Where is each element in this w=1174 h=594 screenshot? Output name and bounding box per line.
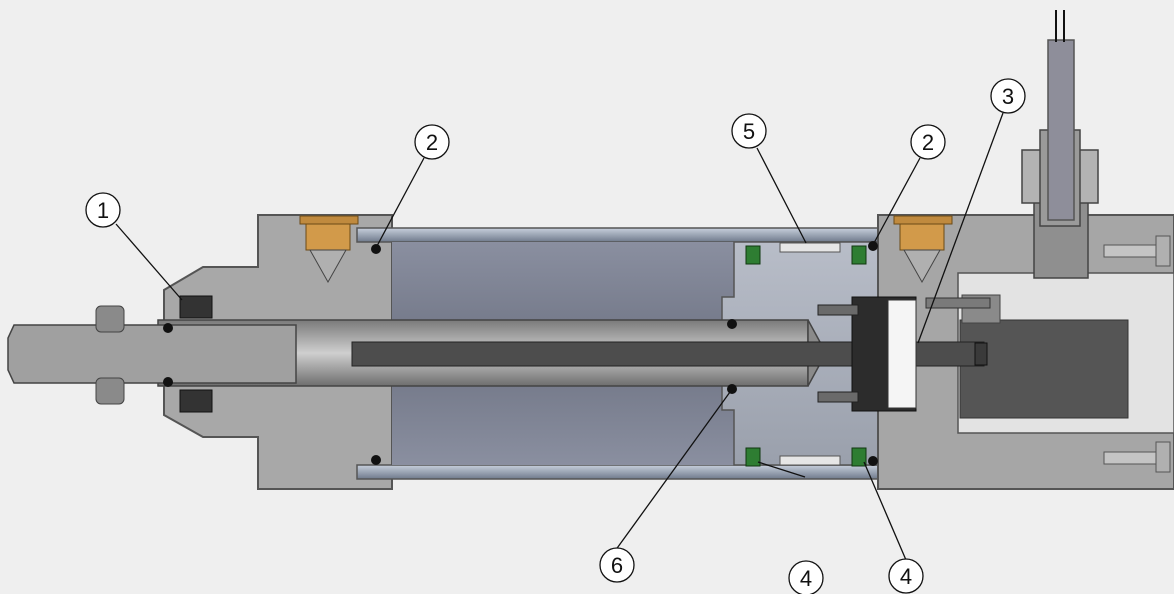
svg-text:4: 4 <box>800 566 812 591</box>
piston-seal-front-bottom <box>745 447 761 467</box>
piston-bolt-bottom <box>817 391 859 403</box>
o-ring-piston-rod-bottom <box>727 384 737 394</box>
rod-seal-top <box>179 295 213 319</box>
callout-2-rear: 2 <box>910 124 946 160</box>
piston-bolt-top <box>817 304 859 316</box>
piston-seal-rear-top <box>851 245 867 265</box>
o-ring-front <box>371 244 381 254</box>
rear-bolt-top <box>925 297 991 309</box>
o-ring-piston-rod-top <box>727 319 737 329</box>
rod-seal-bottom <box>179 389 213 413</box>
svg-text:2: 2 <box>426 130 438 155</box>
callout-5: 5 <box>731 113 767 149</box>
callout-4-front: 4 <box>788 560 824 594</box>
svg-text:4: 4 <box>900 564 912 589</box>
wear-band-bottom <box>779 455 841 466</box>
callout-3: 3 <box>990 78 1026 114</box>
rod-wiper-top <box>163 323 173 333</box>
rear-screw-top <box>1103 235 1171 267</box>
callout-4-rear: 4 <box>888 558 924 594</box>
callout-1: 1 <box>85 192 121 228</box>
svg-text:6: 6 <box>611 553 623 578</box>
port-fitting-front <box>299 215 359 284</box>
o-ring-rear-bottom <box>868 456 878 466</box>
probe-end <box>974 342 988 366</box>
rod-nut-bottom <box>95 377 125 405</box>
rear-screw-bottom <box>1103 441 1171 473</box>
barrel-top-wall <box>356 227 890 243</box>
port-fitting-rear <box>893 215 953 284</box>
barrel-bottom-wall <box>356 464 890 480</box>
magnet-insert <box>887 299 917 409</box>
callout-2-front: 2 <box>414 124 450 160</box>
rod-eye <box>7 324 297 384</box>
wear-band-top <box>779 242 841 253</box>
rod-wiper-bottom <box>163 377 173 387</box>
o-ring-rear <box>868 241 878 251</box>
rod-nut-top <box>95 305 125 333</box>
callout-6: 6 <box>599 547 635 583</box>
sensor-electronics <box>959 319 1129 419</box>
o-ring-front-bottom <box>371 455 381 465</box>
leader-lines <box>115 112 1004 561</box>
piston-seal-rear-bottom <box>851 447 867 467</box>
piston-seal-front-top <box>745 245 761 265</box>
svg-text:2: 2 <box>922 130 934 155</box>
cable <box>1047 39 1075 221</box>
svg-text:1: 1 <box>97 198 109 223</box>
svg-text:5: 5 <box>743 119 755 144</box>
svg-text:3: 3 <box>1002 84 1014 109</box>
